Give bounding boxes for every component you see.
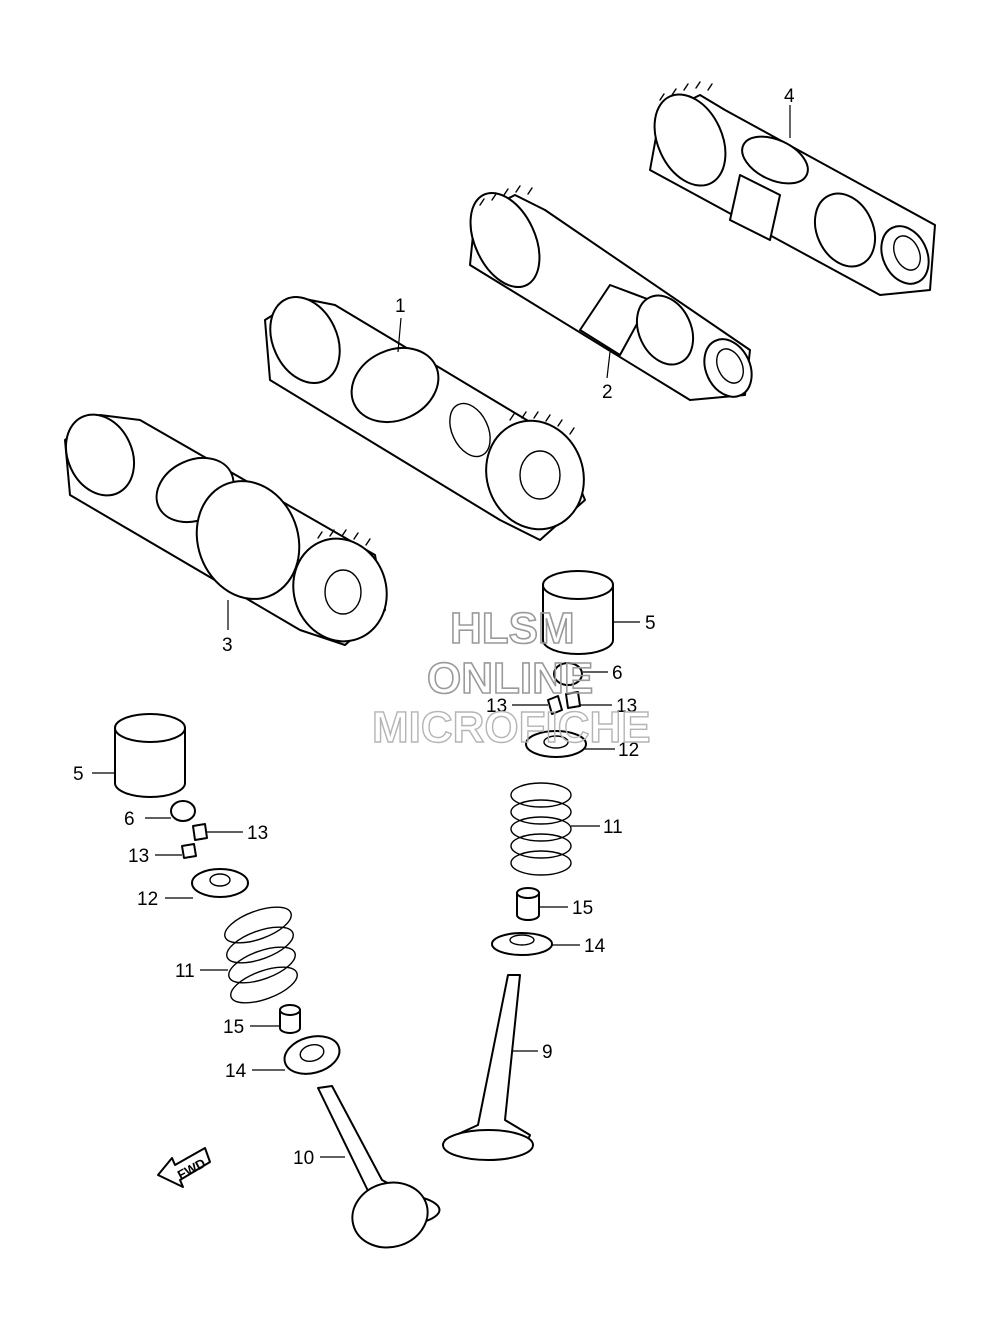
callout-2: 2: [602, 382, 613, 403]
watermark-line3: MICROFICHE: [372, 703, 651, 752]
callout-13-left-b: 13: [128, 846, 149, 867]
camshaft-4: [649, 81, 936, 296]
callout-13-right-a: 13: [616, 696, 637, 717]
camshaft-1: [264, 296, 586, 541]
callout-13-right-b: 13: [486, 696, 507, 717]
camshaft-2: [469, 185, 753, 401]
valve-assembly-left: [114, 713, 441, 1249]
fwd-label: FWD: [175, 1155, 208, 1182]
watermark-line2: ONLINE: [427, 654, 593, 703]
callout-11-left: 11: [175, 961, 195, 982]
callout-13-left-a: 13: [247, 823, 268, 844]
leader-lines: [92, 105, 791, 1158]
callout-3: 3: [222, 635, 233, 656]
callout-14-left: 14: [225, 1061, 247, 1082]
watermark: HLSM ONLINE MICROFICHE: [371, 603, 651, 753]
callout-labels: 1 2 3 4 5 6 13 13 12 11 15 14 9 5 6 13 1…: [73, 86, 795, 1169]
callout-6-right: 6: [612, 663, 623, 684]
callout-11-right: 11: [603, 817, 623, 838]
callout-12-right: 12: [618, 740, 639, 761]
camshaft-3: [64, 413, 388, 646]
callout-15-left: 15: [223, 1017, 244, 1038]
callout-14-right: 14: [584, 936, 606, 957]
callout-15-right: 15: [572, 898, 593, 919]
callout-5-right: 5: [645, 613, 656, 634]
callout-9: 9: [542, 1042, 553, 1063]
callout-6-left: 6: [124, 809, 135, 830]
callout-4: 4: [784, 86, 795, 107]
watermark-line1: HLSM: [450, 604, 575, 653]
callout-12-left: 12: [137, 889, 158, 910]
callout-10: 10: [293, 1148, 314, 1169]
fwd-arrow-icon: FWD: [157, 1147, 211, 1188]
callout-5-left: 5: [73, 764, 84, 785]
callout-1: 1: [395, 296, 406, 317]
valve-assembly-right: [442, 570, 614, 1161]
